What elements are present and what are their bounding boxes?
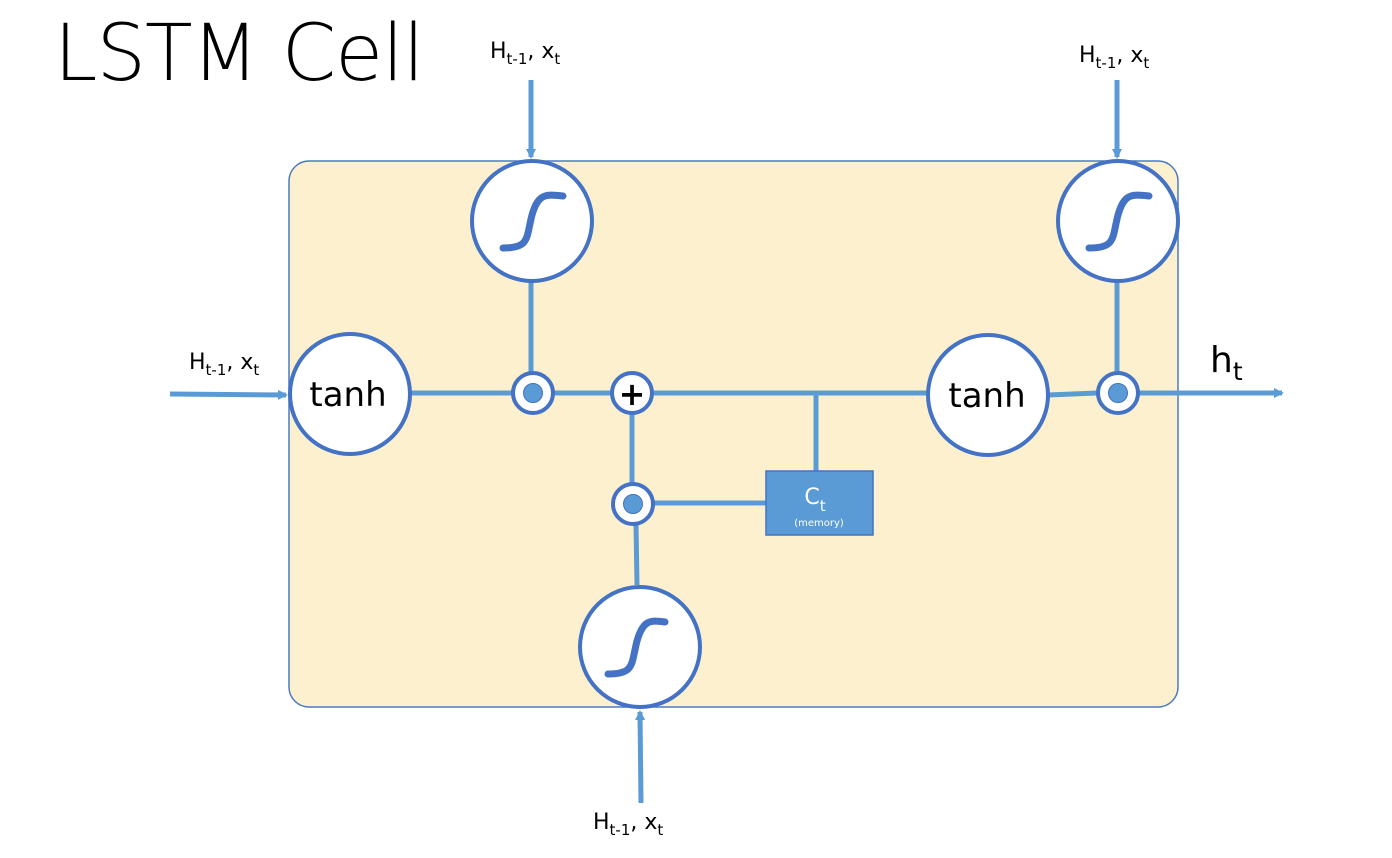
- plus-icon: +: [619, 375, 646, 413]
- main-line-4: [1047, 390, 1098, 398]
- tanh-output-label: tanh: [948, 376, 1025, 416]
- input-label-bottom: Ht-1, xt: [593, 810, 663, 839]
- gate-output: [1096, 371, 1140, 415]
- gate-input: [511, 371, 555, 415]
- sigmoid-node-bottom: [578, 585, 702, 709]
- sigmoid-node-top-left: [470, 159, 594, 283]
- gate-forget: [611, 482, 655, 526]
- tanh-input-label: tanh: [309, 375, 386, 415]
- link-gate-sigmoid-bottom: [633, 524, 640, 586]
- sigmoid-icon: [604, 617, 669, 678]
- sigmoid-icon: [1085, 191, 1153, 252]
- sigmoid-node-top-right: [1056, 159, 1180, 283]
- page-title: LSTM Cell: [54, 9, 424, 99]
- sigmoid-icon: [499, 191, 567, 252]
- memory-box: Ct (memory): [765, 470, 874, 536]
- cell-body: [288, 160, 1179, 708]
- input-label-top-left: Ht-1, xt: [490, 39, 560, 68]
- input-label-top-right: Ht-1, xt: [1079, 43, 1149, 72]
- tanh-output-node: tanh: [926, 333, 1050, 457]
- memory-caption: (memory): [794, 518, 844, 529]
- tanh-input-node: tanh: [288, 332, 412, 456]
- connections: [169, 80, 1284, 804]
- plus-node: +: [610, 371, 654, 415]
- memory-label: Ct: [804, 485, 825, 515]
- input-arrow-left: [169, 389, 288, 400]
- input-label-left: Ht-1, xt: [189, 350, 259, 379]
- input-arrow-bottom: [635, 710, 646, 804]
- output-label: ht: [1210, 340, 1243, 386]
